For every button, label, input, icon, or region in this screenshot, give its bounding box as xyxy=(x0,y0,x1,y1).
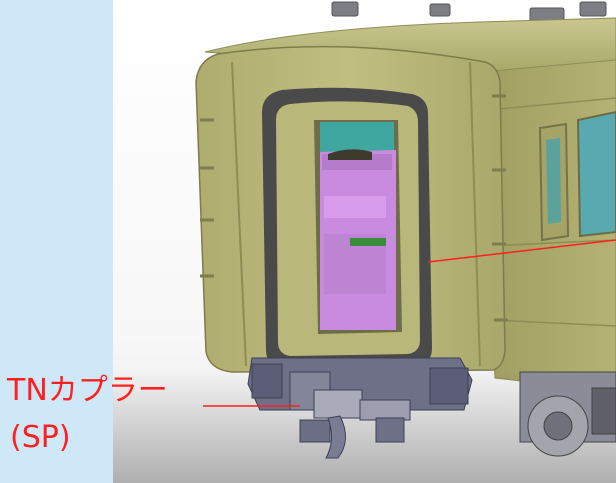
side-door-window xyxy=(546,138,561,224)
underframe-block-left xyxy=(251,363,283,399)
underframe xyxy=(247,357,473,459)
bogie-wheel-hub xyxy=(543,411,573,441)
bogie xyxy=(519,371,616,457)
underframe-block-right xyxy=(429,367,469,405)
coupler-head xyxy=(313,389,363,419)
callout-label-variant: (SP) xyxy=(10,420,71,455)
callout-label-coupler: TNカプラー xyxy=(7,373,168,408)
coupler-bracket xyxy=(299,419,331,443)
roof-vent-4 xyxy=(579,1,607,17)
end-grab-rails-right xyxy=(492,94,508,322)
coupler-side-arm xyxy=(359,399,411,421)
end-grab-rails-left xyxy=(200,118,214,278)
coupler-hose xyxy=(325,415,346,459)
side-seams xyxy=(487,97,616,327)
leader-line-gangway xyxy=(427,239,616,263)
bogie-frame-block xyxy=(591,387,616,435)
interior-green-bar xyxy=(350,238,386,246)
roof-vent-2 xyxy=(429,3,451,17)
interior-teal-panel xyxy=(320,122,394,152)
side-window xyxy=(576,110,616,238)
interior-dark-fitting xyxy=(328,149,372,160)
end-face-edges xyxy=(231,61,481,367)
coupler-bottom-plate xyxy=(375,417,405,443)
interior-shelf-mid xyxy=(324,196,386,218)
roof-vent-1 xyxy=(331,1,359,17)
